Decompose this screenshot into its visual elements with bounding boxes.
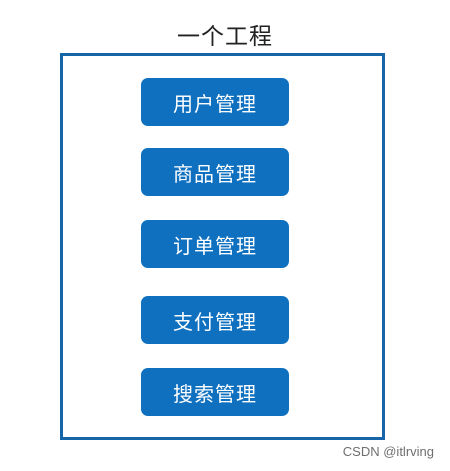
module-box-search-management: 搜索管理 <box>141 368 289 416</box>
module-label: 商品管理 <box>173 161 257 186</box>
project-title: 一个工程 <box>177 24 273 50</box>
project-container <box>60 53 385 440</box>
module-label: 搜索管理 <box>173 381 257 406</box>
watermark-text: CSDN @itlrving <box>342 444 434 459</box>
module-label: 用户管理 <box>173 91 257 116</box>
module-label: 订单管理 <box>173 233 257 258</box>
module-box-user-management: 用户管理 <box>141 78 289 126</box>
module-box-payment-management: 支付管理 <box>141 296 289 344</box>
module-box-product-management: 商品管理 <box>141 148 289 196</box>
module-box-order-management: 订单管理 <box>141 220 289 268</box>
module-label: 支付管理 <box>173 309 257 334</box>
